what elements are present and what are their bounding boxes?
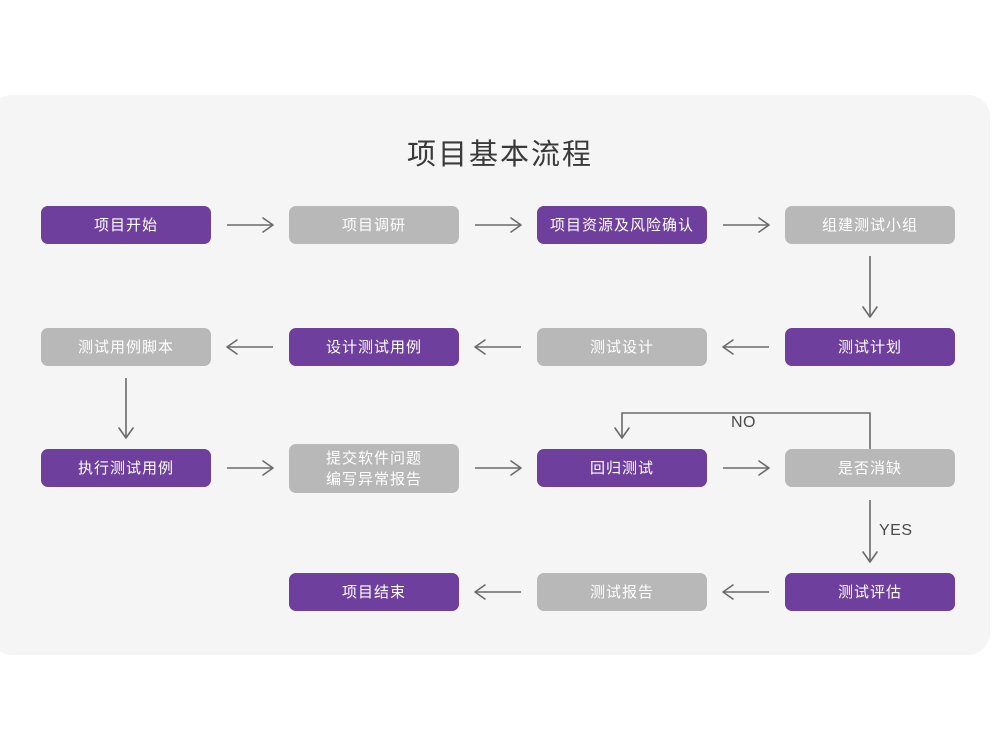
node-resource-risk-confirm[interactable]: 项目资源及风险确认	[537, 206, 707, 244]
node-regression-test[interactable]: 回归测试	[537, 449, 707, 487]
edge-label-yes: YES	[879, 522, 913, 539]
node-defects-cleared-decision[interactable]: 是否消缺	[785, 449, 955, 487]
node-form-test-team[interactable]: 组建测试小组	[785, 206, 955, 244]
node-project-research[interactable]: 项目调研	[289, 206, 459, 244]
edge-label-no: NO	[731, 414, 756, 431]
node-test-case-scripts[interactable]: 测试用例脚本	[41, 328, 211, 366]
node-test-plan[interactable]: 测试计划	[785, 328, 955, 366]
node-test-design[interactable]: 测试设计	[537, 328, 707, 366]
diagram-card	[0, 95, 990, 655]
node-project-start[interactable]: 项目开始	[41, 206, 211, 244]
node-execute-test-cases[interactable]: 执行测试用例	[41, 449, 211, 487]
node-test-report[interactable]: 测试报告	[537, 573, 707, 611]
page-title: 项目基本流程	[406, 139, 593, 171]
node-project-end[interactable]: 项目结束	[289, 573, 459, 611]
node-submit-defects-report[interactable]: 提交软件问题 编写异常报告	[289, 444, 459, 493]
node-test-evaluation[interactable]: 测试评估	[785, 573, 955, 611]
node-design-test-cases[interactable]: 设计测试用例	[289, 328, 459, 366]
